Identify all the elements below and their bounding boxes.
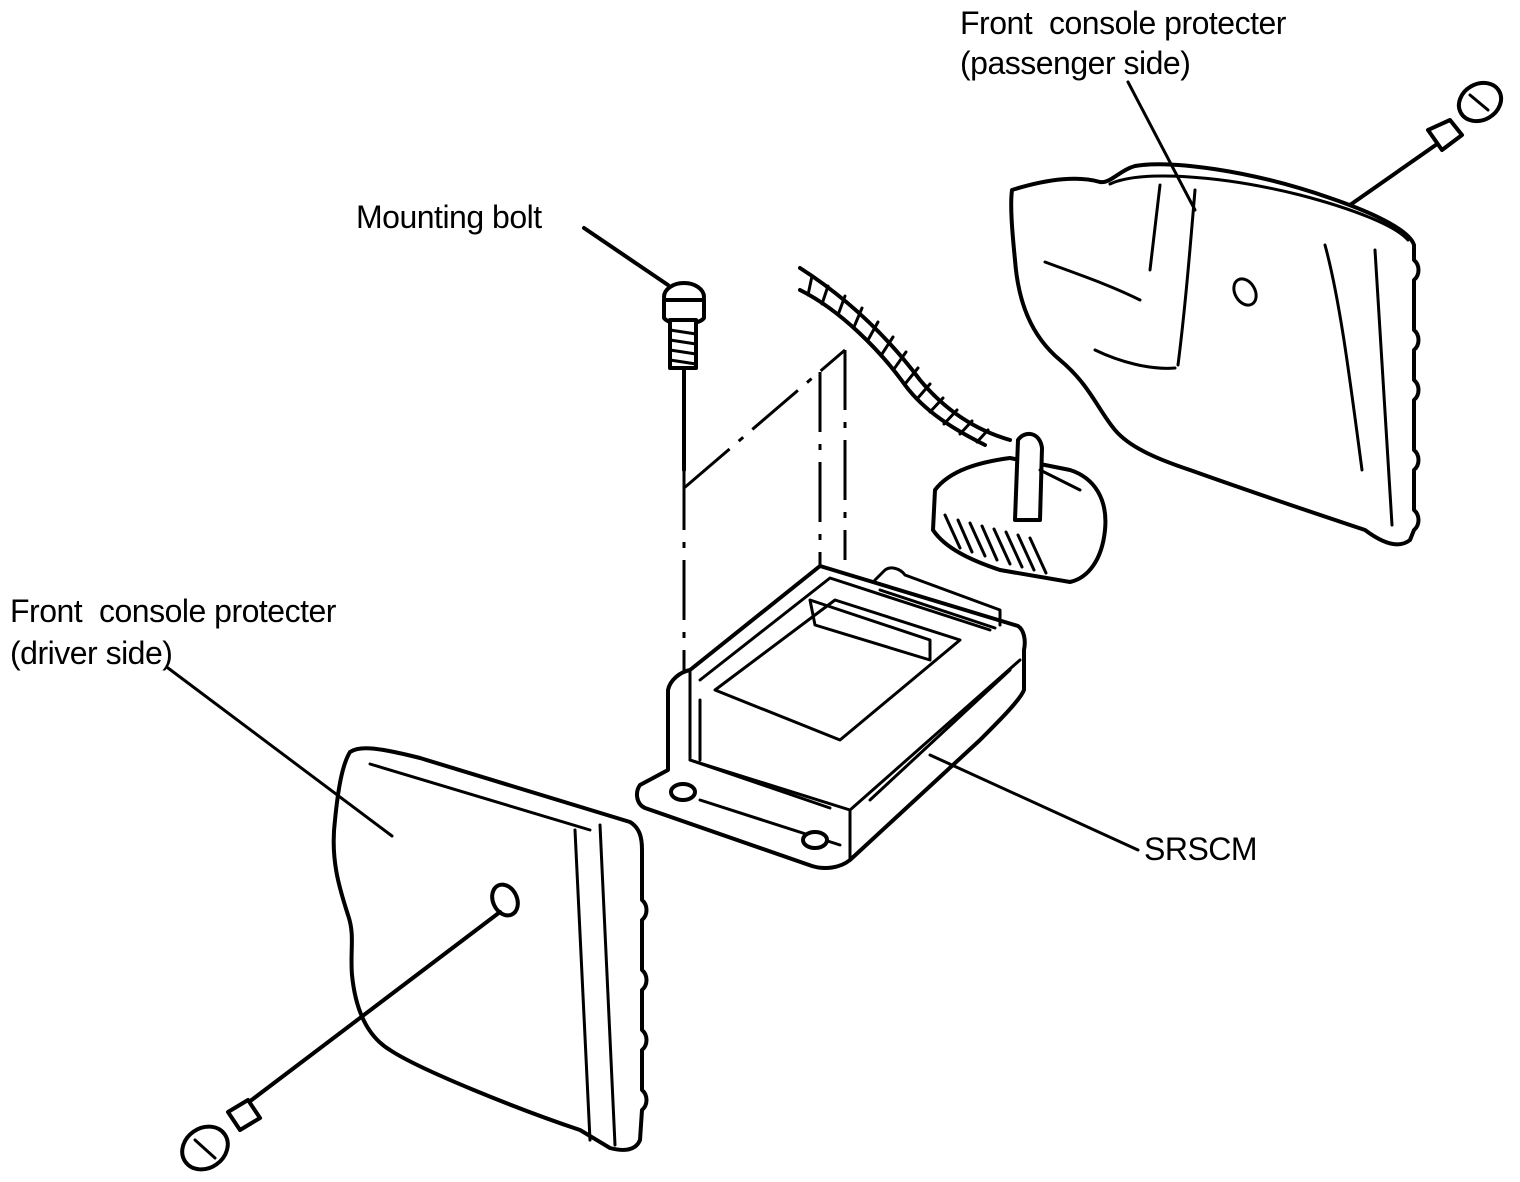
srscm-label: SRSCM [1144,831,1258,867]
driver-side-protector [166,666,649,1152]
driver-protector-label-line1: Front console protecter [10,593,336,629]
harness-connector [931,431,1108,584]
mounting-bolt-label: Mounting bolt [356,199,542,235]
passenger-protector-label-line2: (passenger side) [960,45,1191,81]
wire-harness [798,266,1012,447]
passenger-side-protector [1009,80,1421,547]
passenger-screw [1348,80,1504,207]
passenger-protector-label-line1: Front console protecter [960,5,1286,41]
mounting-bolt [582,226,706,472]
driver-protector-label-line2: (driver side) [10,635,173,671]
srscm-module [635,564,1140,870]
driver-screw [180,910,502,1172]
